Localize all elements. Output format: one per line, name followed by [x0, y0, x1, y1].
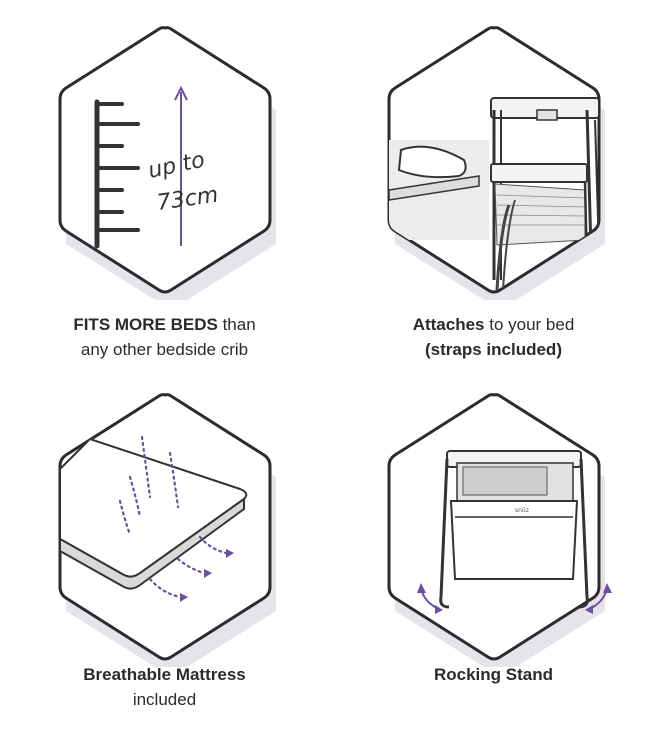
feature-caption: Breathable Mattress included: [0, 662, 329, 712]
caption-line2: (straps included): [425, 340, 562, 359]
hexagon-frame: up to 73cm: [0, 0, 329, 300]
mattress-airflow-icon: [58, 393, 276, 667]
feature-caption: Attaches to your bed (straps included): [329, 312, 658, 362]
caption-rest: to your bed: [484, 315, 575, 334]
caption-bold: Rocking Stand: [433, 665, 553, 684]
caption-bold: Attaches: [412, 315, 485, 334]
caption-line2: included: [132, 690, 197, 709]
rocking-stand-icon: snüz: [387, 393, 612, 667]
caption-rest: than: [217, 315, 256, 334]
caption-line2: any other bedside crib: [80, 340, 249, 359]
height-ruler-icon: up to 73cm: [58, 26, 276, 300]
caption-bold: FITS MORE BEDS: [73, 315, 218, 334]
caption-bold: Breathable Mattress: [83, 665, 246, 684]
feature-caption: Rocking Stand: [329, 662, 658, 687]
hexagon-frame: snüz: [329, 367, 658, 667]
hexagon-frame: [329, 0, 658, 300]
bed-attach-icon: [387, 26, 605, 300]
brand-label: snüz: [515, 507, 529, 514]
hexagon-frame: [0, 367, 329, 667]
feature-caption: FITS MORE BEDS than any other bedside cr…: [0, 312, 329, 362]
